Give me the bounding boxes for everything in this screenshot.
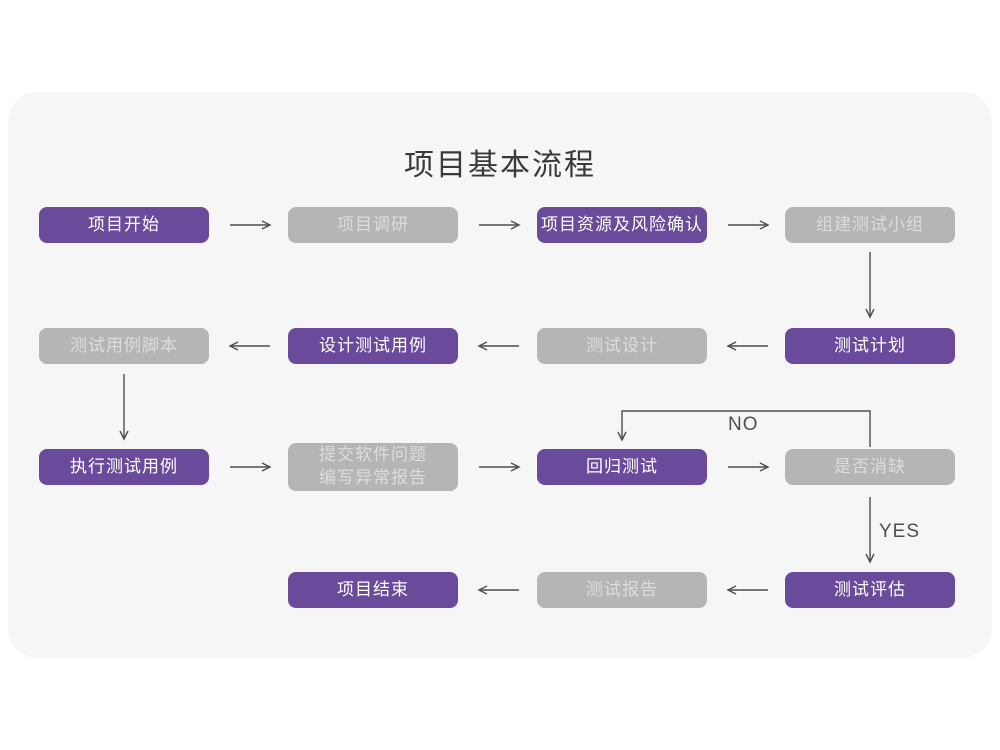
- node-project-start: 项目开始: [39, 207, 209, 243]
- node-label: 执行测试用例: [70, 456, 178, 476]
- node-design-test-cases: 设计测试用例: [288, 328, 458, 364]
- node-test-case-script: 测试用例脚本: [39, 328, 209, 364]
- flowchart-card: [8, 92, 992, 658]
- node-regression-test: 回归测试: [537, 449, 707, 485]
- node-test-design: 测试设计: [537, 328, 707, 364]
- node-label: 测试设计: [586, 335, 658, 355]
- node-project-research: 项目调研: [288, 207, 458, 243]
- node-label-line1: 提交软件问题: [319, 445, 427, 465]
- node-build-test-team: 组建测试小组: [785, 207, 955, 243]
- label-yes: YES: [879, 521, 921, 542]
- node-label: 回归测试: [586, 456, 658, 476]
- node-test-evaluation: 测试评估: [785, 572, 955, 608]
- node-label: 组建测试小组: [816, 214, 924, 234]
- node-execute-test-cases: 执行测试用例: [39, 449, 209, 485]
- node-test-plan: 测试计划: [785, 328, 955, 364]
- node-label: 测试计划: [834, 335, 906, 355]
- node-project-end: 项目结束: [288, 572, 458, 608]
- node-label-line2: 编写异常报告: [319, 468, 427, 487]
- node-label: 是否消缺: [834, 456, 906, 476]
- node-test-report: 测试报告: [537, 572, 707, 608]
- node-label: 测试用例脚本: [70, 335, 178, 355]
- node-resources-risk: 项目资源及风险确认: [537, 207, 707, 243]
- node-label: 项目调研: [337, 214, 409, 234]
- diagram-title: 项目基本流程: [404, 149, 596, 182]
- node-label: 测试报告: [586, 579, 658, 599]
- node-label: 测试评估: [834, 579, 906, 599]
- node-submit-issues-report: 提交软件问题 编写异常报告: [288, 443, 458, 491]
- node-label: 项目开始: [88, 214, 160, 234]
- node-label: 设计测试用例: [319, 335, 427, 355]
- node-defect-resolved: 是否消缺: [785, 449, 955, 485]
- label-no: NO: [728, 414, 759, 435]
- node-label: 项目资源及风险确认: [541, 214, 703, 234]
- node-label: 项目结束: [337, 579, 409, 599]
